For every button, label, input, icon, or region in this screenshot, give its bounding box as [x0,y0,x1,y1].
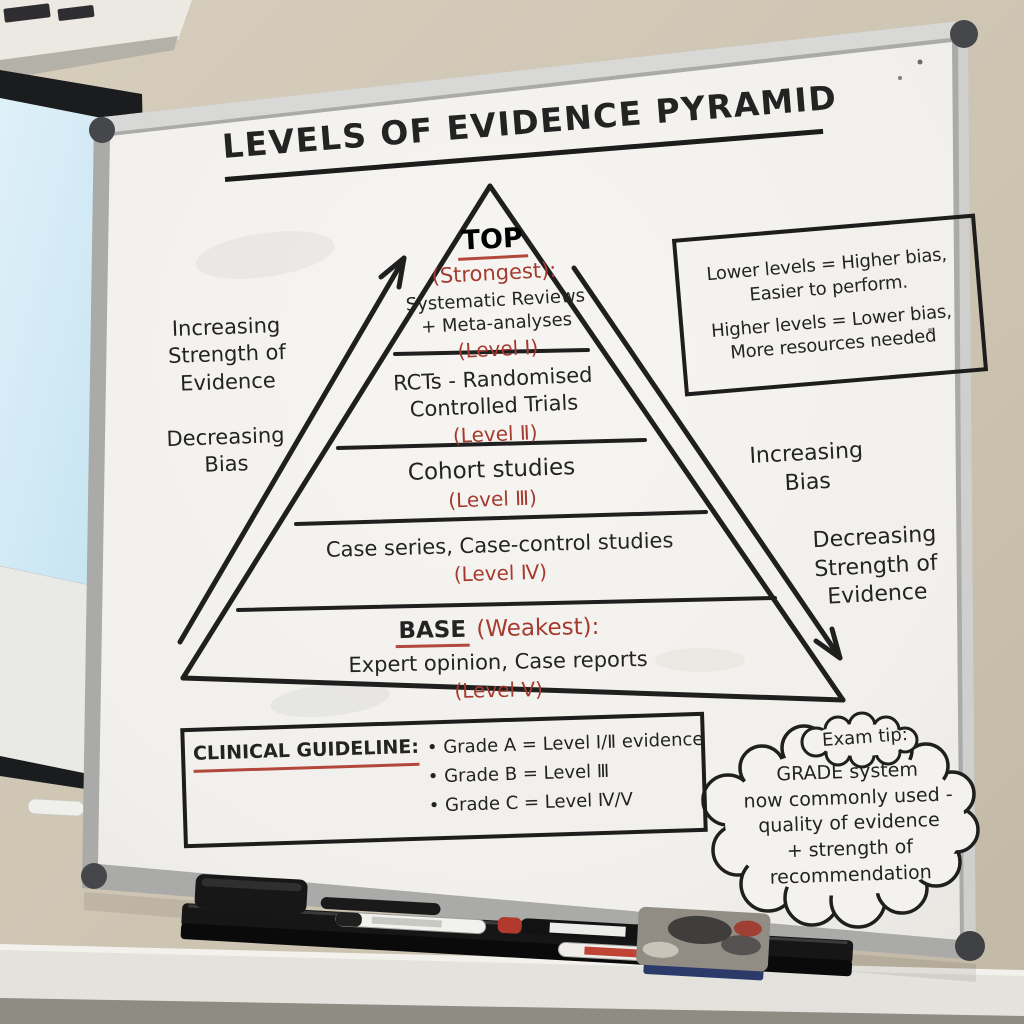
marker-redcap-cap [497,916,522,934]
pyramid-level-2: RCTs - Randomised Controlled Trials (Lev… [350,360,637,452]
whiteboard-surface [98,42,960,940]
whiteboard-frame-rightlip [958,20,976,960]
board-speck [917,59,923,65]
annotation-left-strength: Increasing Strength of Evidence [167,313,287,396]
pyramid-level-1: TOP (Strongest): Systematic Reviews + Me… [375,218,616,367]
marker-redcap-label [549,922,626,937]
pyramid-divider-4 [236,596,777,612]
pyramid-outline [180,183,846,703]
marker-white-label [371,916,442,928]
pyramid-divider-2 [336,438,647,450]
corner-cap-br [955,931,985,961]
level1-heading: TOP [456,222,528,261]
exam-tip-body: GRADE system now commonly used - quality… [743,758,953,889]
eraser-large-smudge [667,915,732,945]
marker-white-cap [335,911,362,927]
clinical-guideline-label: CLINICAL GUIDELINE: [192,734,420,773]
clinical-guideline-box: CLINICAL GUIDELINE: • Grade A = Level Ⅰ/… [180,711,708,849]
level5-qualifier: (Weakest): [476,613,600,643]
board-smudge [195,231,335,279]
projector-housing-shadow [0,36,178,80]
level2-body: RCTs - Randomised Controlled Trials [392,362,593,422]
pyramid-divider-1 [393,348,590,356]
marker-tray-group [180,874,854,981]
annotation-right-strength: Decreasing Strength of Evidence [812,521,939,610]
eraser-large-stain-red [733,920,762,937]
pyramid-level-3: Cohort studies (Level Ⅲ) [347,451,637,516]
eraser-black-highlight [201,878,302,892]
whiteboard-frame-toplip [94,20,968,134]
corner-cap-tl [89,117,115,143]
housing-label-2 [57,5,95,21]
ledge-lower [0,998,1024,1024]
board-speck [898,76,902,80]
marker-black [320,897,441,916]
down-arrow [571,265,843,661]
level5-heading: BASE [395,616,470,649]
housing-label-1 [3,3,51,23]
eraser-large [636,906,771,981]
pull-handle [27,798,85,817]
pyramid-level-5: BASE (Weakest): Expert opinion, Case rep… [271,611,725,706]
board-smudge [270,682,390,718]
ledge-upper [0,946,1024,1018]
eraser-large-light [642,941,679,958]
eraser-large-smudge [721,935,761,956]
annotation-left-bias: Decreasing Bias [166,422,285,478]
corner-cap-tr [950,20,978,48]
board-smudge [655,648,745,672]
bias-info-box: Lower levels = Higher bias, Easier to pe… [671,213,989,397]
clinical-guideline-bullets: • Grade A = Level Ⅰ/Ⅱ evidence • Grade B… [427,726,706,827]
up-arrow [177,255,407,645]
exam-tip-bubble-fill [813,724,909,756]
exam-tip-cloud-fill [725,748,965,896]
corner-cap-bl [81,863,107,889]
pyramid-dividers [236,348,777,612]
annotation-right-bias: Increasing Bias [748,438,864,496]
pyramid-divider-3 [294,510,708,526]
board-speck [928,328,932,332]
